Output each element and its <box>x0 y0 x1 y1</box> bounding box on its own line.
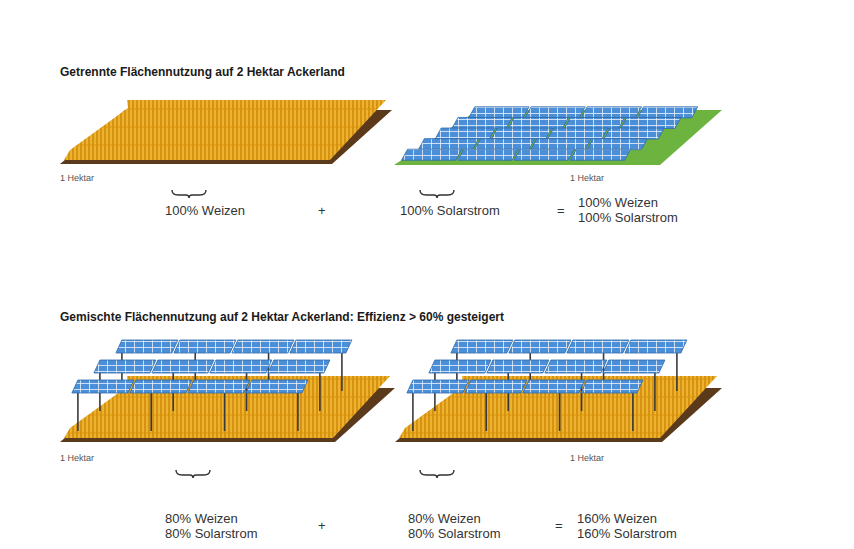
solar-panel <box>429 360 491 373</box>
pole <box>559 393 561 431</box>
heading: Gemischte Flächennutzung auf 2 Hektar Ac… <box>60 310 504 325</box>
solar-panel <box>487 360 549 373</box>
solar-panel <box>402 149 462 160</box>
area-label: 1 Hektar <box>60 452 94 464</box>
solar-panel <box>458 149 518 160</box>
area-label: 1 Hektar <box>60 172 94 184</box>
yield-label: 100% Weizen <box>165 203 245 218</box>
pole <box>297 393 299 431</box>
pole <box>150 393 152 431</box>
solar-panel <box>116 340 178 353</box>
solar-panel <box>548 128 608 139</box>
wheat <box>399 376 717 438</box>
solar-panel <box>72 380 134 393</box>
pole <box>485 393 487 431</box>
solar-panel <box>514 149 574 160</box>
solar-panel <box>451 340 513 353</box>
solar-panel <box>603 360 665 373</box>
solar-panel <box>94 360 156 373</box>
solar-panel <box>452 117 512 128</box>
solar-panel <box>174 340 236 353</box>
solar-panel <box>570 149 630 160</box>
yield-label: 80% Weizen 80% Solarstrom <box>408 511 505 541</box>
solar-panel <box>621 117 681 128</box>
yield-label: 160% Weizen 160% Solarstrom <box>577 511 685 541</box>
solar-panel <box>508 117 568 128</box>
solar-panel <box>469 107 529 118</box>
solar-panel <box>509 340 571 353</box>
solar-panel <box>407 380 469 393</box>
solar-panel <box>435 128 495 139</box>
solar-panel <box>246 380 308 393</box>
wheat <box>64 100 386 160</box>
solar-panel <box>587 139 647 150</box>
pole <box>319 373 321 411</box>
yield-label: 80% Weizen 80% Solarstrom <box>165 511 262 541</box>
solar-panel <box>418 139 478 150</box>
solar-panel <box>564 117 624 128</box>
pole <box>676 353 678 391</box>
solar-panel <box>475 139 535 150</box>
area-label: 1 Hektar <box>570 452 604 464</box>
solar-panel <box>523 380 585 393</box>
pole <box>341 353 343 391</box>
solar-panel <box>581 380 643 393</box>
solar-panel <box>130 380 192 393</box>
solar-panel <box>567 340 629 353</box>
pole <box>224 393 226 431</box>
solar-panel <box>545 360 607 373</box>
pole <box>412 393 414 431</box>
area-label: 1 Hektar <box>570 172 604 184</box>
solar-panel <box>290 340 352 353</box>
brace <box>172 190 454 478</box>
yield-label: + <box>318 203 326 218</box>
yield-label: 100% Solarstrom <box>400 203 500 218</box>
solar-panel <box>531 139 591 150</box>
solar-panel <box>491 128 551 139</box>
solar-panel <box>638 107 698 118</box>
solar-panel <box>525 107 585 118</box>
solar-panel <box>268 360 330 373</box>
solar-panel <box>210 360 272 373</box>
solar-panel <box>232 340 294 353</box>
pole <box>632 393 634 431</box>
solar-panel <box>625 340 687 353</box>
yield-label: = <box>557 203 565 218</box>
solar-panel <box>188 380 250 393</box>
solar-panel <box>581 107 641 118</box>
yield-label: = <box>555 518 563 533</box>
solar-panel <box>152 360 214 373</box>
yield-label: + <box>318 518 326 533</box>
solar-panel <box>604 128 664 139</box>
solar-panel <box>465 380 527 393</box>
yield-label: 100% Weizen 100% Solarstrom <box>578 195 686 225</box>
heading: Getrennte Flächennutzung auf 2 Hektar Ac… <box>60 65 345 80</box>
grass <box>394 110 722 165</box>
pole <box>77 393 79 431</box>
pole <box>654 373 656 411</box>
